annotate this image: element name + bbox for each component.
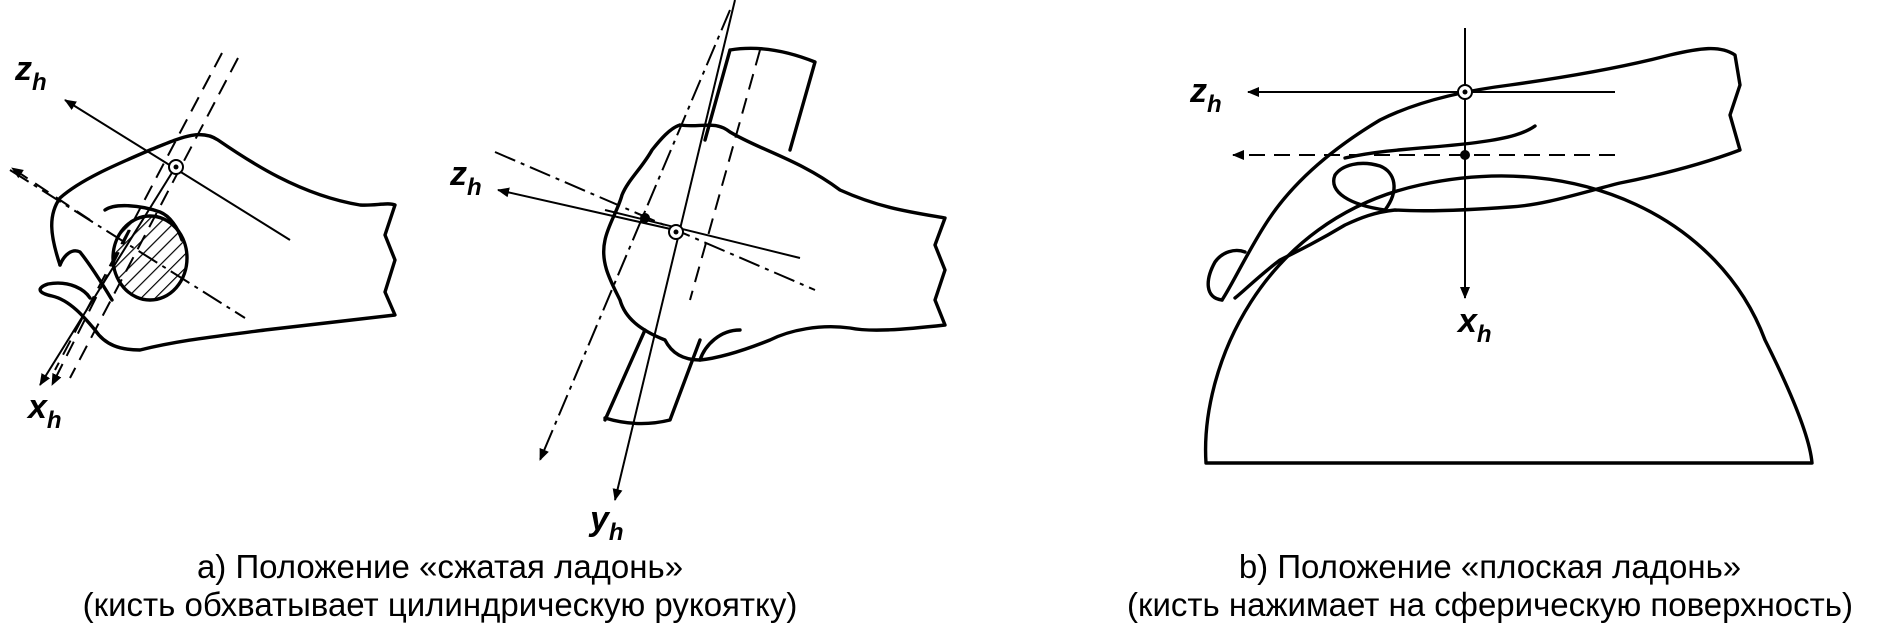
z-axis-label-a1: zh [14,50,47,96]
caption-a: a) Положение «сжатая ладонь» (кисть обхв… [40,548,840,624]
caption-b-subtitle: (кисть нажимает на сферическую поверхнос… [1127,586,1853,623]
fist-thumb [38,281,97,332]
y-dashed-line [539,9,731,461]
z-axis-line [497,187,676,231]
z-axis-label-a2: zh [449,155,482,201]
hand-finger-curve [698,328,742,362]
y-axis-line [612,0,736,501]
x-axis-dashed [51,229,131,386]
fist-outline [50,132,397,352]
thumb-outline [1332,161,1396,212]
fist-front-view: zh yh [449,0,947,546]
hand-outline [602,123,947,362]
z-axis-label-b: zh [1189,72,1222,118]
sphere-outline [1203,174,1814,465]
centerline [494,151,816,291]
dashed-arrow [11,167,91,221]
x-axis-line [39,162,179,386]
palm-outline [1220,46,1742,302]
point-marker [640,213,650,223]
handle-hidden-line [689,49,761,301]
caption-a-title: a) Положение «сжатая ладонь» [196,548,684,585]
flat-palm-view: zh xh [1189,28,1814,465]
handle-bottom [603,328,702,426]
fingertip-outline [1206,248,1247,302]
caption-b-title: b) Положение «плоская ладонь» [1238,548,1742,585]
centerline-solid [604,209,801,259]
caption-a-subtitle: (кисть обхватывает цилиндрическую рукоят… [82,586,798,623]
finger-line [1343,124,1537,160]
fist-side-view: zh xh [9,50,397,434]
caption-b: b) Положение «плоская ладонь» (кисть наж… [1090,548,1890,624]
handle-top [703,46,817,152]
handle-axis-line [54,52,223,371]
centerline [9,169,246,319]
x-axis-label-b: xh [1456,302,1492,348]
y-axis-label-a2: yh [588,500,624,546]
x-axis-label-a1: xh [26,388,62,434]
point-marker [1460,150,1470,160]
handle-axis-line [69,57,239,379]
